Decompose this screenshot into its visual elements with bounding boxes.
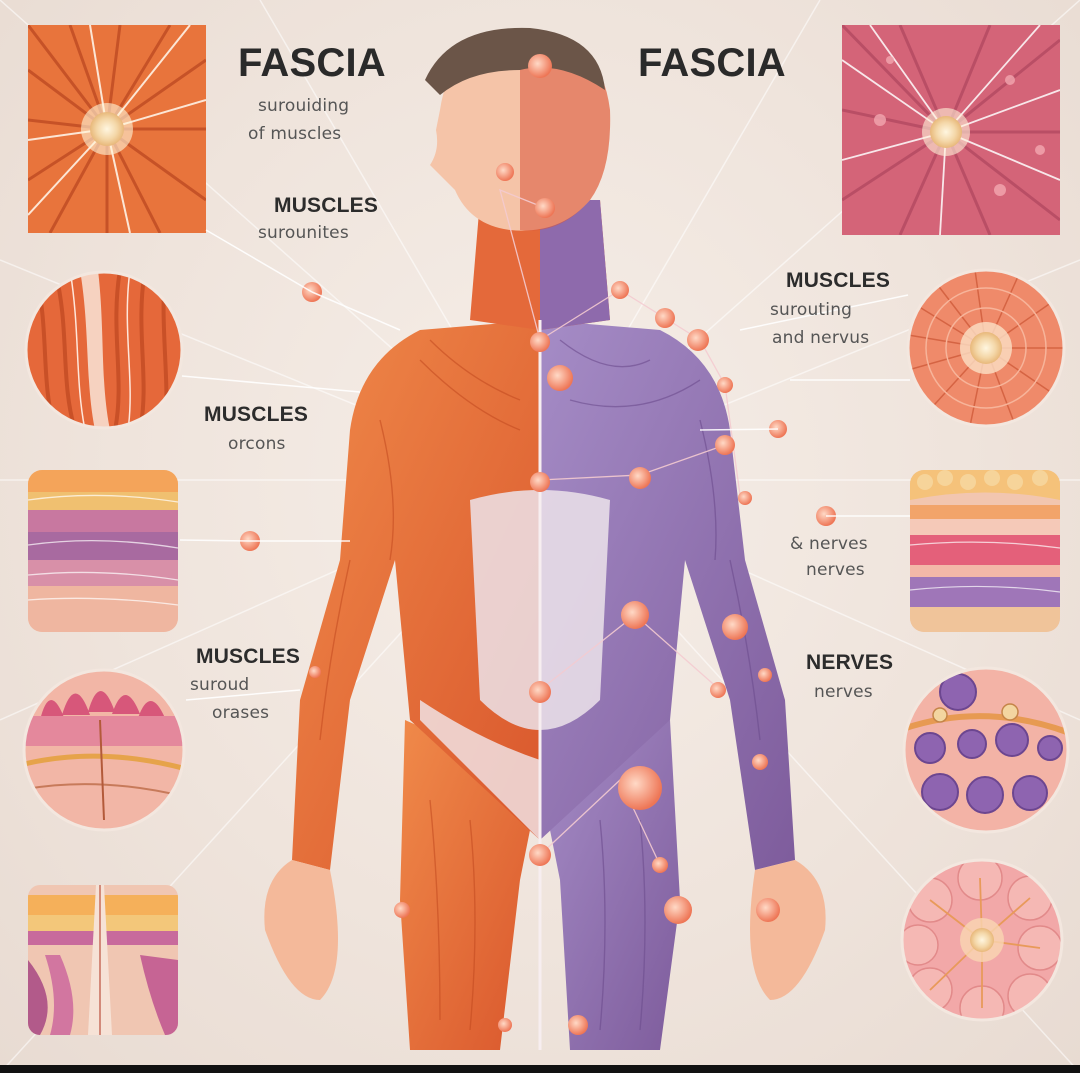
label-right-3-sub: nerves [814, 682, 873, 702]
fascia-title-left: FASCIA [238, 41, 386, 85]
label-right-1-sub1: surouting [770, 300, 853, 320]
label-muscles-2-sub: orcons [228, 434, 286, 454]
human-figure [179, 27, 910, 1050]
fascia-square-left [28, 25, 206, 233]
fascia-square-right [842, 25, 1060, 235]
fascia-title-right: FASCIA [638, 41, 786, 85]
fascia-radial-circle [906, 268, 1066, 428]
label-muscles-1-sub: surounites [258, 223, 349, 243]
label-muscles-3-sub1: suroud [190, 675, 250, 695]
label-muscles-3-head: MUSCLES [196, 645, 301, 668]
label-muscles-3-sub2: orases [212, 703, 270, 723]
fascia-nodes [240, 54, 836, 1035]
label-muscles-2-head: MUSCLES [204, 403, 309, 426]
label-right-2-line2: nerves [806, 560, 865, 580]
label-top-left-line1: surouiding [258, 96, 350, 116]
muscle-fiber-circle [24, 270, 184, 430]
tissue-layers-block [28, 470, 178, 632]
nerve-cells-circle [902, 666, 1070, 834]
fascia-core-icon [90, 112, 124, 146]
nerve-layers-block [910, 470, 1060, 632]
label-right-1-sub2: and nervus [772, 328, 870, 348]
fascia-tissue-circle [900, 858, 1064, 1022]
bottom-bar [0, 1065, 1080, 1073]
label-top-left-line2: of muscles [248, 124, 342, 144]
organ-tissue-circle [22, 668, 186, 832]
label-right-3-head: NERVES [806, 651, 894, 674]
label-right-2-line1: & nerves [790, 534, 868, 554]
tissue-section-block [28, 885, 178, 1035]
label-muscles-1-head: MUSCLES [274, 194, 379, 217]
label-right-1-head: MUSCLES [786, 269, 891, 292]
